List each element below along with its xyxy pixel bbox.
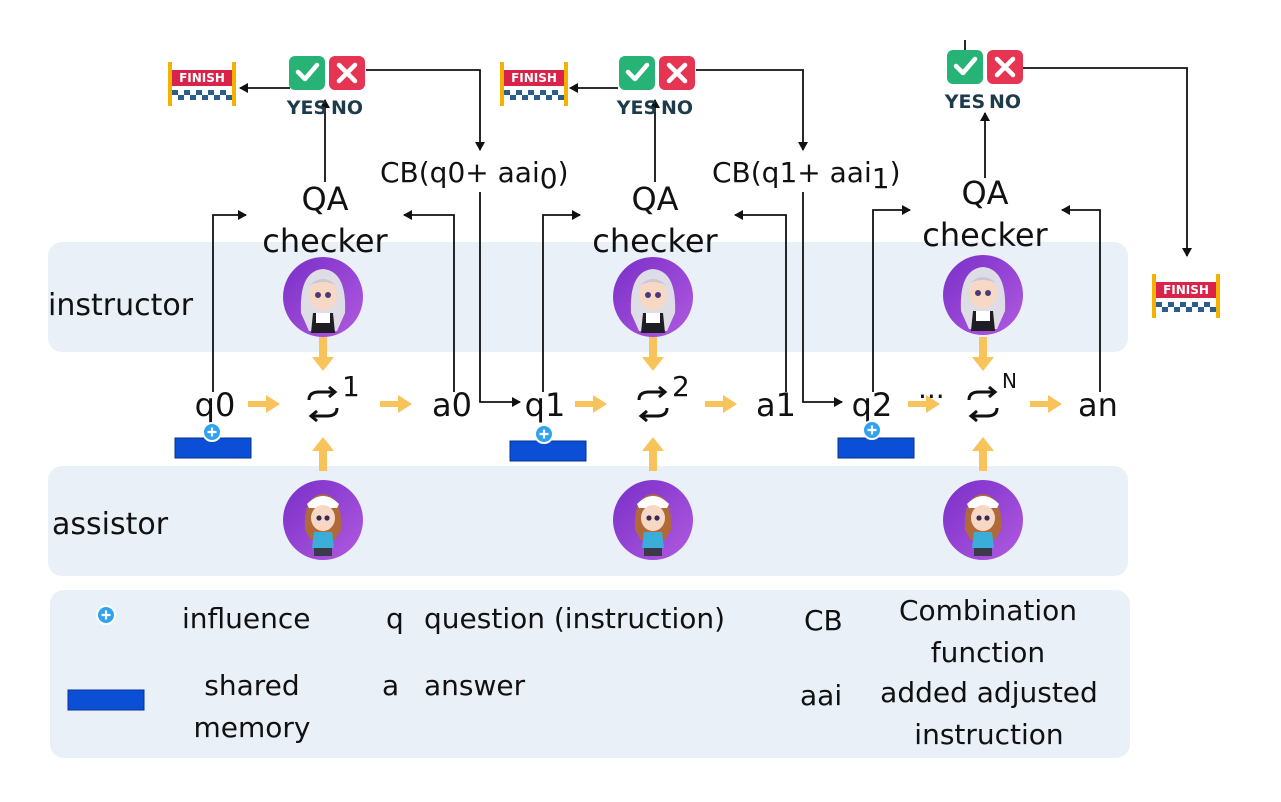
legend-cb-text-2: function	[931, 636, 1045, 669]
legend-a-text: answer	[424, 669, 526, 702]
legend-cb-symbol: CB	[804, 604, 843, 637]
a0-label: a0	[432, 386, 472, 424]
cycle-icon	[307, 385, 339, 423]
instructor-avatar-1	[283, 257, 363, 337]
yes-label: YES	[286, 97, 327, 119]
qa-checker-3-line1: QA	[961, 174, 1008, 212]
yes-no-icon	[947, 50, 1023, 84]
yes-label: YES	[616, 97, 657, 119]
combo-1-sub: 0	[540, 162, 558, 195]
finish-flag-2: FINISH	[500, 62, 568, 106]
legend-aai-symbol: aai	[800, 679, 842, 712]
combo-1-prefix: CB(q0+ aai	[380, 156, 540, 189]
instructor-avatar-2	[613, 257, 693, 337]
qa-checker-2-line1: QA	[631, 180, 678, 218]
legend-memory-swatch	[67, 689, 145, 711]
combo-label-2: CB(q1+ aai1)	[712, 156, 901, 195]
up-arrow-3	[972, 437, 994, 471]
legend-memory-text-1: shared	[204, 669, 299, 702]
legend-aai-text-2: instruction	[914, 718, 1063, 751]
legend-cb-text-1: Combination	[899, 594, 1077, 627]
legend-aai-text-1: added adjusted	[880, 676, 1098, 709]
legend-q-symbol: q	[386, 602, 404, 635]
legend: influence shared memory q question (inst…	[67, 594, 1098, 751]
shared-memory-bar-3	[837, 437, 915, 459]
assistor-avatar-3	[943, 480, 1023, 560]
combo-2-sub: 1	[872, 162, 890, 195]
verdict-badge-3: YES NO	[944, 50, 1023, 113]
legend-a-symbol: a	[382, 669, 399, 702]
flow-arrow	[705, 395, 737, 413]
legend-influence-text: influence	[182, 602, 311, 635]
up-arrow-2	[642, 437, 664, 471]
connector-lines	[212, 40, 1192, 407]
up-arrow-1	[312, 437, 334, 471]
legend-panel	[50, 590, 1130, 758]
no-label: NO	[661, 97, 693, 119]
finish-flag-3: FINISH	[1152, 274, 1220, 318]
influence-icon	[201, 421, 223, 443]
finish-flag-1: FINISH	[168, 62, 236, 106]
step-sup-2: 2	[672, 370, 690, 403]
q1-label: q1	[525, 386, 566, 424]
assistor-avatar-1	[283, 480, 363, 560]
assistor-label: assistor	[52, 507, 169, 542]
cycle-icon	[637, 385, 669, 423]
flow-arrow	[575, 395, 607, 413]
instructor-avatar-3	[943, 255, 1023, 335]
assistor-avatar-2	[613, 480, 693, 560]
legend-influence-icon	[95, 604, 117, 626]
finish-label: FINISH	[1163, 283, 1209, 297]
yes-no-icon	[619, 56, 695, 90]
verdict-badge-2: YES NO	[616, 56, 695, 119]
q2-label: q2	[852, 386, 893, 424]
yes-no-icon	[289, 56, 365, 90]
qa-checker-1-line2: checker	[262, 222, 388, 260]
combo-2-suffix: )	[890, 156, 901, 189]
finish-label: FINISH	[511, 71, 557, 85]
qa-checker-2: QA checker	[592, 180, 718, 260]
qa-checker-2-line2: checker	[592, 222, 718, 260]
legend-memory-text-2: memory	[194, 711, 311, 744]
flow-arrow	[1030, 395, 1062, 413]
shared-memory-bar-2	[509, 440, 587, 462]
no-label: NO	[331, 97, 363, 119]
finish-label: FINISH	[179, 71, 225, 85]
qa-checker-1-line1: QA	[301, 180, 348, 218]
no-label: NO	[989, 91, 1021, 113]
cycle-icon	[967, 385, 999, 423]
a1-label: a1	[756, 386, 796, 424]
instructor-label: instructor	[48, 288, 194, 323]
step-sup-1: 1	[342, 370, 360, 403]
combo-label-1: CB(q0+ aai0)	[380, 156, 569, 195]
flow-arrow	[248, 395, 280, 413]
combo-2-prefix: CB(q1+ aai	[712, 156, 872, 189]
verdict-badge-1: YES NO	[286, 56, 365, 119]
an-label: an	[1078, 386, 1118, 424]
qa-checker-3-line2: checker	[922, 216, 1048, 254]
qa-checker-1: QA checker	[262, 180, 388, 260]
qa-checker-3: QA checker	[922, 174, 1048, 254]
combo-1-suffix: )	[558, 156, 569, 189]
influence-icon	[533, 423, 555, 445]
flow-arrow	[380, 395, 412, 413]
step-sup-n: N	[1002, 369, 1017, 393]
legend-q-text: question (instruction)	[424, 602, 725, 635]
influence-icon	[861, 419, 883, 441]
q0-label: q0	[195, 386, 236, 424]
yes-label: YES	[944, 91, 985, 113]
